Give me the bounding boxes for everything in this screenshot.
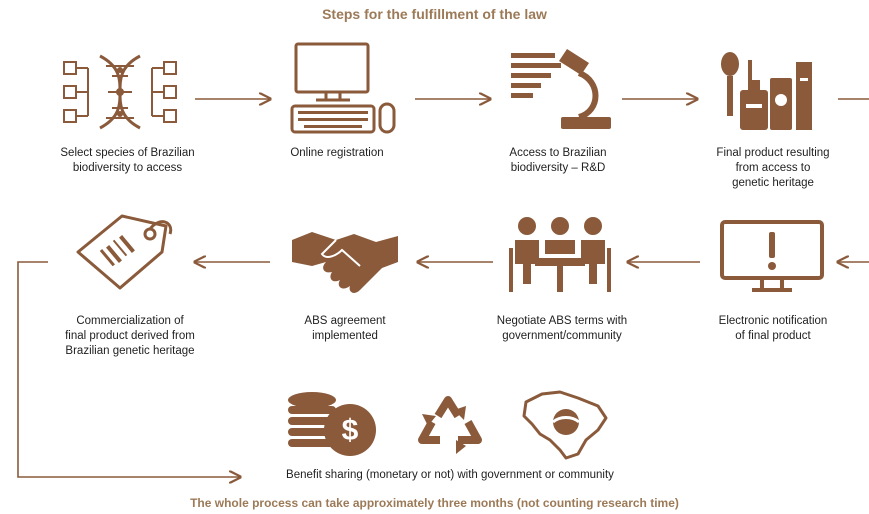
step-label-negotiate: Negotiate ABS terms with government/comm… — [496, 315, 628, 342]
step-label-commercialization: Commercialization of final product deriv… — [65, 315, 195, 357]
meeting-icon — [509, 217, 611, 292]
coins-icon: $ — [288, 392, 376, 456]
alert-monitor-icon — [720, 220, 824, 292]
step-label-access-rd: Access to Brazilian biodiversity – R&D — [509, 147, 607, 174]
diagram-title: Steps for the fulfillment of the law — [322, 6, 547, 22]
diagram-footer: The whole process can take approximately… — [190, 496, 679, 510]
step-label-online-registration: Online registration — [290, 147, 384, 159]
brazil-map-icon — [522, 390, 608, 460]
handshake-icon — [292, 232, 398, 293]
arrow-to-benefit — [17, 261, 240, 477]
microscope-icon — [511, 49, 611, 129]
step-label-abs-agreement: ABS agreement implemented — [304, 315, 386, 342]
dna-checklist-icon — [63, 54, 177, 130]
price-tag-icon — [76, 214, 173, 290]
cosmetics-icon — [721, 52, 812, 130]
svg-text:$: $ — [342, 414, 359, 447]
recycle-icon — [418, 396, 482, 454]
benefit-sharing-label: Benefit sharing (monetary or not) with g… — [286, 469, 614, 481]
step-label-select-species: Select species of Brazilian biodiversity… — [60, 147, 195, 174]
computer-icon — [290, 42, 396, 134]
step-label-notification: Electronic notification of final product — [718, 315, 828, 342]
step-label-final-product: Final product resulting from access to g… — [716, 147, 830, 189]
